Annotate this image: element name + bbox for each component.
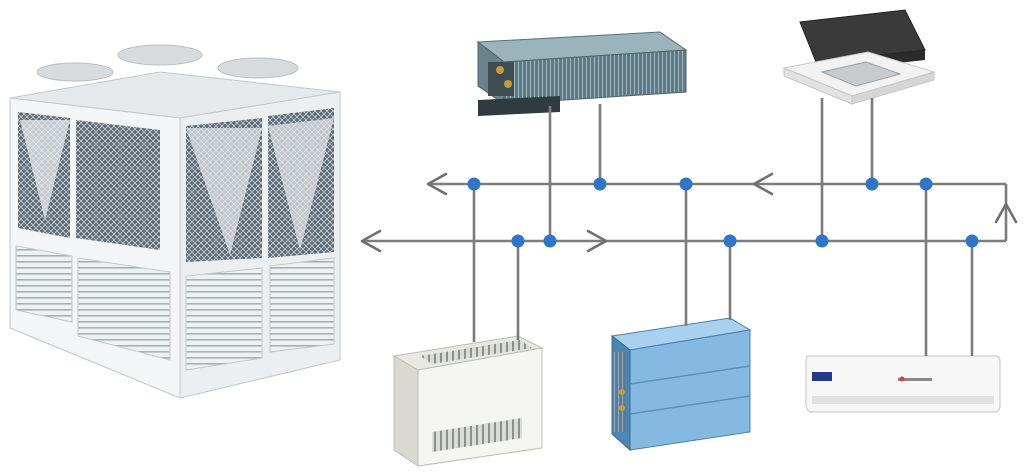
chiller-fan [36,62,114,82]
pipe-junction [467,177,481,191]
flow-arrow-left-icon [426,172,448,196]
pipe-junction [679,177,693,191]
vertical-air-handler-unit [610,317,752,452]
pipe-junction [815,234,829,248]
pipe-junction [593,177,607,191]
pipe-junction [919,177,933,191]
chiller-fan [217,57,299,79]
display-badge-icon [812,372,832,381]
pipe-junction [865,177,879,191]
flow-arrow-up-icon [994,202,1018,224]
ducted-fan-coil-unit [476,31,688,116]
pipe-junction [511,234,525,248]
floor-standing-fan-coil-unit [392,335,544,467]
flow-arrow-left-icon [360,229,382,253]
chiller-fan [117,44,203,66]
pipe-junction [723,234,737,248]
piping-network [362,98,1008,356]
wall-mounted-split-unit [805,355,1001,413]
chiller-outdoor-unit [9,44,341,399]
ceiling-cassette-unit [782,9,936,105]
flow-arrow-right-icon [586,229,608,253]
flow-arrow-left-icon [752,172,774,196]
pipe-junction [965,234,979,248]
pipe-junction [543,234,557,248]
